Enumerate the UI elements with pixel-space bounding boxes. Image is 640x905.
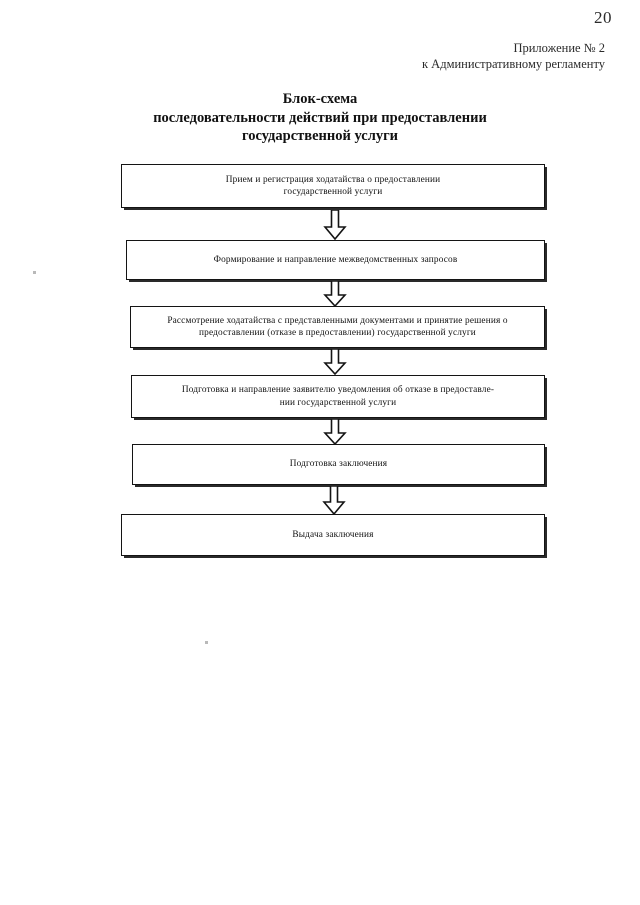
flow-node-6: Выдача заключения	[121, 514, 545, 556]
scan-artifact-center	[205, 641, 208, 644]
flow-node-4-label: Подготовка и направление заявителю уведо…	[181, 385, 495, 408]
flow-node-4: Подготовка и направление заявителю уведо…	[131, 375, 545, 418]
page-number: 20	[594, 8, 612, 27]
title-line-3: государственной услуги	[241, 128, 399, 144]
appendix-line-1: Приложение № 2	[513, 41, 605, 55]
title-line-1: Блок-схема	[282, 91, 358, 107]
flow-node-2-label: Формирование и направление межведомствен…	[213, 254, 458, 265]
flow-node-1: Прием и регистрация ходатайства о предос…	[121, 164, 545, 208]
flow-node-3-label: Рассмотрение ходатайства с представленны…	[167, 315, 508, 339]
document-title: Блок-схема последовательности действий п…	[0, 90, 640, 146]
flow-arrow-3-4	[323, 349, 347, 375]
flow-node-1-label: Прием и регистрация ходатайства о предос…	[225, 174, 441, 198]
flow-node-3: Рассмотрение ходатайства с представленны…	[130, 306, 545, 348]
flow-arrow-5-6	[322, 486, 346, 515]
flow-arrow-1-2	[323, 210, 347, 240]
flow-node-6-label: Выдача заключения	[292, 529, 374, 540]
flow-arrow-4-5	[323, 419, 347, 445]
title-line-2: последовательности действий при предоста…	[153, 109, 487, 126]
flow-node-5-label: Подготовка заключения	[289, 459, 388, 470]
appendix-reference: Приложение № 2 к Административному регла…	[422, 40, 605, 72]
flow-arrow-2-3	[323, 281, 347, 307]
flow-node-2: Формирование и направление межведомствен…	[126, 240, 545, 280]
scan-artifact-left	[33, 271, 36, 274]
flow-node-5: Подготовка заключения	[132, 444, 545, 485]
appendix-line-2: к Административному регламенту	[421, 57, 605, 71]
